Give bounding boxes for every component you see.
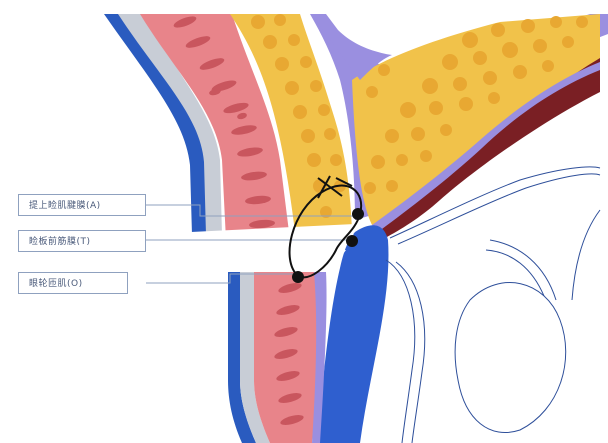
label-pretarsal-fascia: 睑板前筋膜(T) bbox=[18, 230, 146, 252]
globe-right-curve bbox=[572, 210, 600, 300]
orbital-fat bbox=[352, 14, 600, 225]
iris-outline bbox=[490, 240, 556, 300]
incision-gaps bbox=[150, 224, 355, 272]
cornea-outline bbox=[386, 260, 415, 443]
suture-point-a bbox=[352, 208, 364, 220]
gap-lower bbox=[150, 250, 346, 272]
lens-outline bbox=[455, 283, 566, 433]
suture-point-o bbox=[292, 271, 304, 283]
suture-point-t bbox=[346, 235, 358, 247]
cornea-outline-inner bbox=[396, 262, 425, 443]
label-levator-aponeurosis: 提上睑肌腱膜(A) bbox=[18, 194, 146, 216]
label-orbicularis-muscle: 眼轮匝肌(O) bbox=[18, 272, 128, 294]
